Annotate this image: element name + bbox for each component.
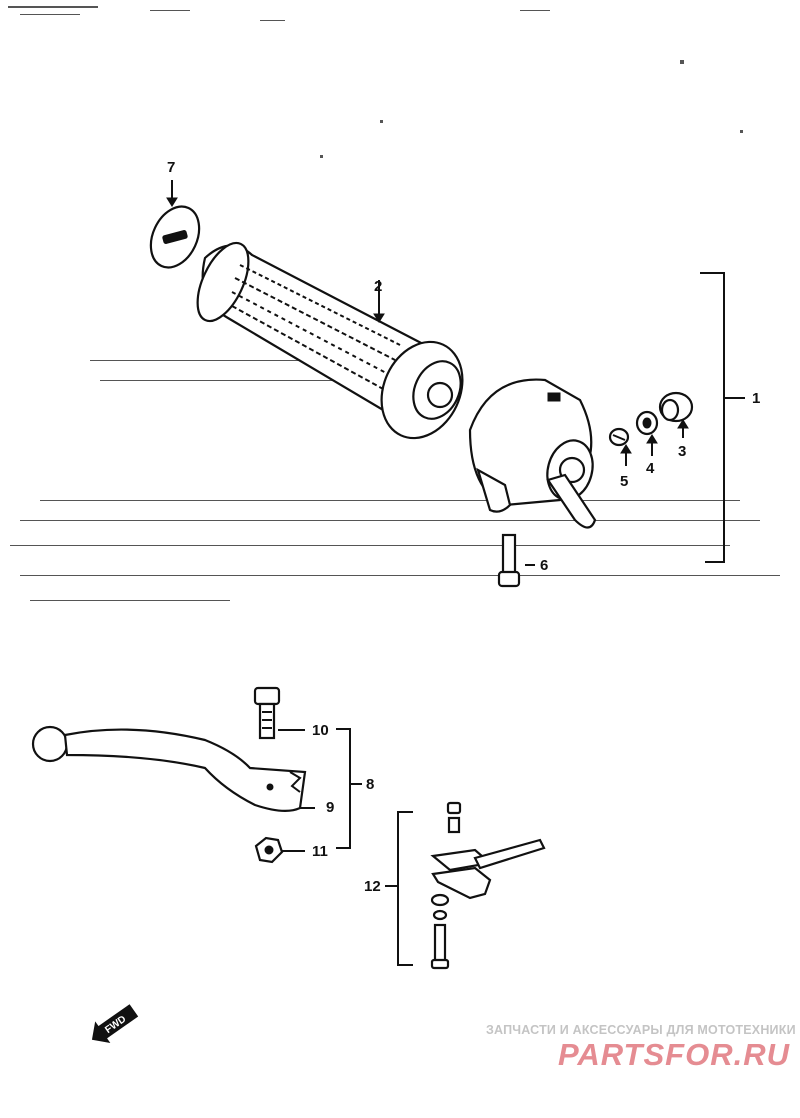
callout-7: 7 xyxy=(167,159,175,176)
hardware-parts-3-4-5 xyxy=(608,391,694,466)
bolt-part-10 xyxy=(253,686,305,740)
cap-part-7 xyxy=(149,180,201,269)
throttle-housing xyxy=(468,378,597,529)
screw-part-6 xyxy=(497,533,535,588)
callout-2: 2 xyxy=(374,278,382,295)
callout-1: 1 xyxy=(752,390,760,407)
grip-part-2 xyxy=(196,241,464,440)
watermark-brand: PARTSFOR.RU xyxy=(557,1037,790,1072)
watermark: ЗАПЧАСТИ И АКСЕССУАРЫ ДЛЯ МОТОТЕХНИКИ PA… xyxy=(486,1023,796,1073)
lever-part-9 xyxy=(31,725,315,812)
callout-4: 4 xyxy=(646,460,655,477)
watermark-tagline: ЗАПЧАСТИ И АКСЕССУАРЫ ДЛЯ МОТОТЕХНИКИ xyxy=(486,1023,796,1037)
cable-adjuster-part-12 xyxy=(385,801,546,970)
nut-part-11 xyxy=(254,836,305,864)
callout-6: 6 xyxy=(540,557,548,574)
fwd-arrow-icon: FWD xyxy=(91,1004,139,1043)
bracket-assembly-8 xyxy=(336,728,362,849)
callout-3: 3 xyxy=(678,443,686,460)
callout-8: 8 xyxy=(366,776,374,793)
callout-9: 9 xyxy=(326,799,334,816)
callout-10: 10 xyxy=(312,722,329,739)
callout-12: 12 xyxy=(364,878,381,895)
scan-noise xyxy=(8,6,780,601)
callout-11: 11 xyxy=(312,843,328,860)
callout-5: 5 xyxy=(620,473,628,490)
bracket-assembly-1 xyxy=(700,272,745,563)
